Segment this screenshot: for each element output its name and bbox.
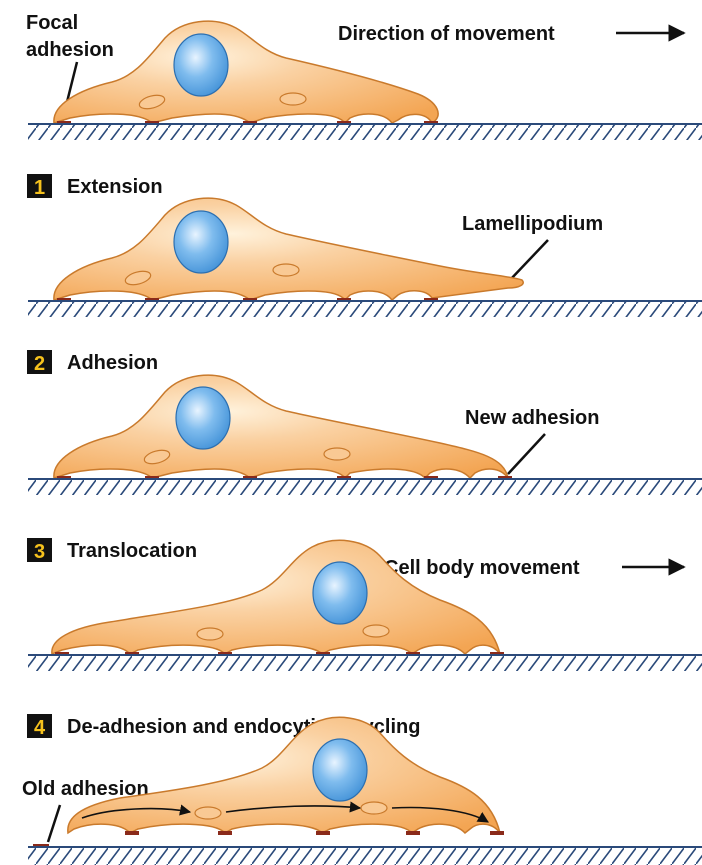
step-title: Extension bbox=[67, 176, 163, 198]
organelle bbox=[361, 802, 387, 814]
organelle bbox=[197, 628, 223, 640]
step-number: 4 bbox=[34, 717, 46, 739]
substrate-hatch bbox=[28, 125, 702, 140]
nucleus bbox=[313, 562, 367, 624]
lamellipodium-label: Lamellipodium bbox=[462, 213, 603, 235]
organelle bbox=[195, 807, 221, 819]
new-adhesion-label: New adhesion bbox=[465, 407, 599, 429]
adhesion-sites bbox=[33, 831, 504, 848]
substrate-hatch bbox=[28, 480, 702, 495]
panel-extension: 1 Extension Lamellipodium bbox=[27, 174, 702, 317]
step-number: 1 bbox=[34, 177, 45, 199]
nucleus bbox=[174, 34, 228, 96]
step-number: 2 bbox=[34, 353, 45, 375]
nucleus bbox=[176, 387, 230, 449]
organelle bbox=[273, 264, 299, 276]
step-number: 3 bbox=[34, 541, 45, 563]
cell-body bbox=[54, 198, 523, 300]
nucleus bbox=[174, 211, 228, 273]
panel-adhesion: 2 Adhesion New adhesion bbox=[27, 350, 702, 495]
substrate-hatch bbox=[28, 848, 702, 865]
organelle bbox=[363, 625, 389, 637]
panel-translocation: 3 Translocation Cell body movement bbox=[27, 538, 702, 671]
organelle bbox=[280, 93, 306, 105]
substrate-hatch bbox=[28, 302, 702, 317]
nucleus bbox=[313, 739, 367, 801]
cell-body bbox=[54, 375, 508, 478]
substrate-hatch bbox=[28, 656, 702, 671]
cell-body-movement-label: Cell body movement bbox=[384, 557, 580, 579]
panel-de-adhesion: 4 De-adhesion and endocytic recycling Ol… bbox=[22, 714, 702, 865]
focal-adhesion-label-line2: adhesion bbox=[26, 39, 114, 61]
focal-adhesion-label-line1: Focal bbox=[26, 12, 78, 34]
old-adhesion-leader bbox=[48, 805, 60, 842]
step-title: Adhesion bbox=[67, 352, 158, 374]
step-title: Translocation bbox=[67, 540, 197, 562]
organelle bbox=[324, 448, 350, 460]
direction-label: Direction of movement bbox=[338, 23, 555, 45]
lamellipodium-leader bbox=[510, 240, 548, 280]
new-adhesion-leader bbox=[508, 434, 545, 474]
panel-initial: Focal adhesion Direction of movement bbox=[26, 12, 702, 140]
